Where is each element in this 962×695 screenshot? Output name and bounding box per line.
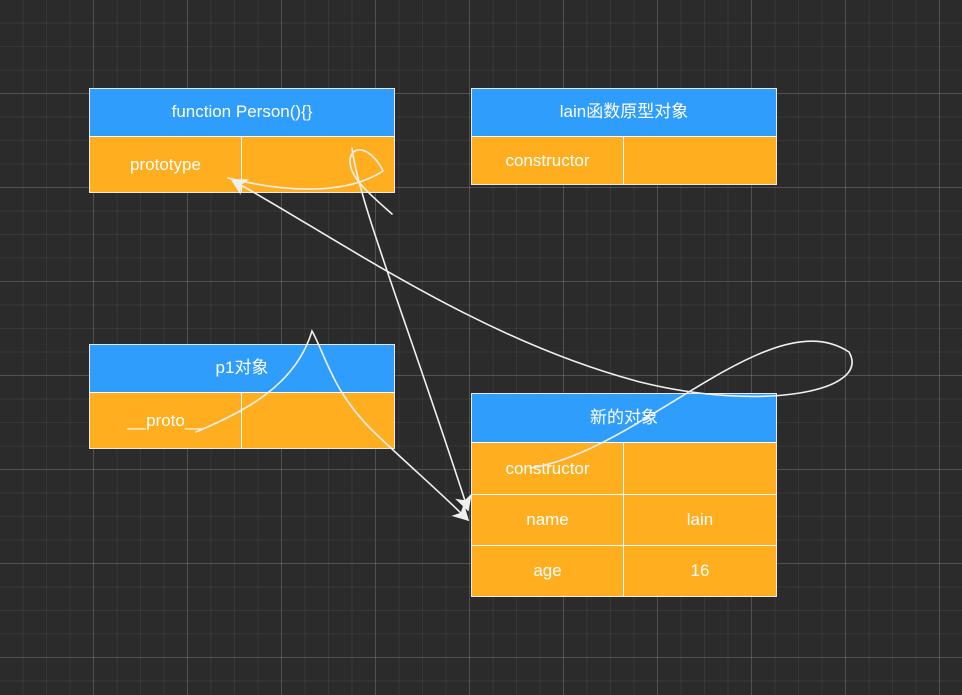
node-lain-prototype-object[interactable]: lain函数原型对象 constructor <box>471 88 777 185</box>
node-rows-lain-prototype-object: constructor <box>471 136 777 185</box>
node-rows-new-object: constructor name lain age 16 <box>471 442 777 597</box>
table-row[interactable]: constructor <box>472 137 776 184</box>
table-row[interactable]: prototype <box>90 137 394 192</box>
node-title-person-function: function Person(){} <box>89 88 395 136</box>
cell-key-constructor: constructor <box>472 137 624 184</box>
node-title-p1-object: p1对象 <box>89 344 395 392</box>
cell-value-age: 16 <box>624 546 776 596</box>
cell-key-age: age <box>472 546 624 596</box>
edge-prototype-down-to-new-object <box>351 147 472 512</box>
cell-key-name: name <box>472 495 624 545</box>
cell-value-constructor <box>624 137 776 184</box>
cell-value-prototype <box>242 137 394 192</box>
cell-key-constructor: constructor <box>472 443 624 494</box>
cell-key-prototype: prototype <box>90 137 242 192</box>
node-person-function[interactable]: function Person(){} prototype <box>89 88 395 193</box>
node-new-object[interactable]: 新的对象 constructor name lain age 16 <box>471 393 777 597</box>
table-row[interactable]: name lain <box>472 494 776 545</box>
cell-value-proto <box>242 393 394 448</box>
cell-key-proto: __proto__ <box>90 393 242 448</box>
node-title-new-object: 新的对象 <box>471 393 777 442</box>
cell-value-name: lain <box>624 495 776 545</box>
node-p1-object[interactable]: p1对象 __proto__ <box>89 344 395 449</box>
node-rows-p1-object: __proto__ <box>89 392 395 449</box>
table-row[interactable]: __proto__ <box>90 393 394 448</box>
cell-value-constructor <box>624 443 776 494</box>
node-title-lain-prototype-object: lain函数原型对象 <box>471 88 777 136</box>
node-rows-person-function: prototype <box>89 136 395 193</box>
table-row[interactable]: constructor <box>472 443 776 494</box>
table-row[interactable]: age 16 <box>472 545 776 596</box>
